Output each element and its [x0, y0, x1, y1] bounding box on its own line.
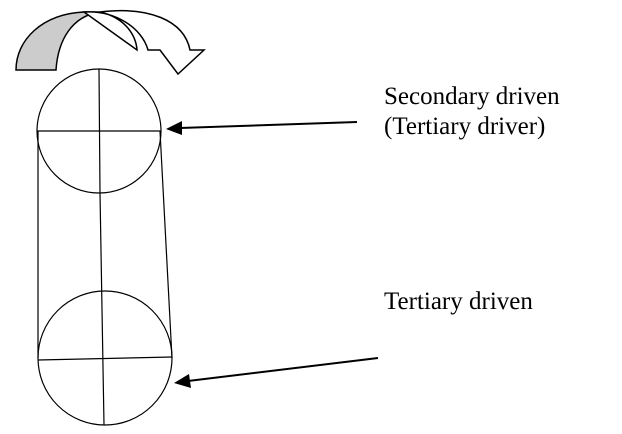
bottom-pulley-horizontal-diameter [37, 356, 173, 361]
secondary-pointer-arrow [166, 121, 358, 135]
top-pulley-vertical-diameter [98, 68, 101, 194]
bottom-pulley-vertical-diameter [99, 192, 105, 426]
top-pulley [36, 68, 162, 194]
tertiary-pointer-line [187, 357, 379, 382]
secondary-pointer-line [179, 121, 358, 129]
rotation-arrow-back [15, 11, 101, 71]
secondary-driven-line2: (Tertiary driver) [384, 113, 546, 140]
belt-right-line [159, 130, 173, 359]
rotation-arrow-icon [15, 9, 206, 76]
secondary-driven-label: Secondary driven (Tertiary driver) [384, 82, 560, 142]
tertiary-driven-text: Tertiary driven [384, 288, 533, 315]
tertiary-driven-label: Tertiary driven [384, 287, 533, 317]
secondary-driven-line1: Secondary driven [384, 83, 560, 110]
secondary-pointer-head [166, 121, 182, 135]
bottom-pulley-circle [37, 290, 173, 426]
tertiary-pointer-head [174, 374, 191, 388]
rotation-arrow-front [81, 9, 206, 76]
tertiary-pointer-arrow [174, 357, 379, 388]
bottom-pulley [37, 192, 173, 426]
